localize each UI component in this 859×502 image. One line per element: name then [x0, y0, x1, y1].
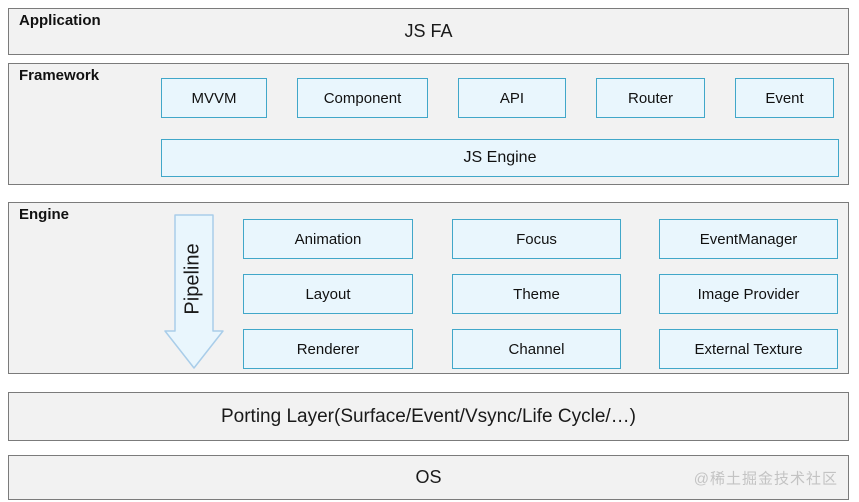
engine-box-theme: Theme: [452, 274, 621, 314]
framework-box-router: Router: [596, 78, 705, 118]
layer-application: Application JS FA: [8, 8, 849, 55]
framework-box-component: Component: [297, 78, 428, 118]
engine-box-renderer: Renderer: [243, 329, 413, 369]
framework-box-mvvm: MVVM: [161, 78, 267, 118]
watermark: @稀土掘金技术社区: [693, 470, 838, 487]
engine-box-eventmanager: EventManager: [659, 219, 838, 259]
framework-box-api: API: [458, 78, 566, 118]
layer-engine: Engine Pipeline Animation Layout Rendere…: [8, 202, 849, 374]
layer-framework-label: Framework: [19, 67, 100, 84]
application-content: JS FA: [404, 21, 453, 41]
layer-application-label: Application: [19, 12, 101, 29]
layer-framework: Framework MVVM Component API Router Even…: [8, 63, 849, 185]
engine-column-3: EventManager Image Provider External Tex…: [659, 219, 838, 369]
engine-box-channel: Channel: [452, 329, 621, 369]
layer-engine-label: Engine: [19, 206, 70, 223]
engine-column-2: Focus Theme Channel: [452, 219, 621, 369]
engine-box-layout: Layout: [243, 274, 413, 314]
engine-box-image-provider: Image Provider: [659, 274, 838, 314]
engine-box-animation: Animation: [243, 219, 413, 259]
engine-box-focus: Focus: [452, 219, 621, 259]
engine-box-external-texture: External Texture: [659, 329, 838, 369]
layer-os: OS @稀土掘金技术社区: [8, 455, 849, 500]
os-label: OS: [415, 467, 442, 487]
layer-porting: Porting Layer(Surface/Event/Vsync/Life C…: [8, 392, 849, 441]
porting-layer-label: Porting Layer(Surface/Event/Vsync/Life C…: [220, 405, 636, 427]
pipeline-label: Pipeline: [181, 243, 204, 315]
framework-box-js-engine: JS Engine: [161, 139, 839, 177]
framework-box-row: MVVM Component API Router Event: [161, 78, 834, 118]
pipeline-arrow-icon: [164, 214, 224, 369]
engine-column-1: Animation Layout Renderer: [243, 219, 413, 369]
framework-box-event: Event: [735, 78, 834, 118]
